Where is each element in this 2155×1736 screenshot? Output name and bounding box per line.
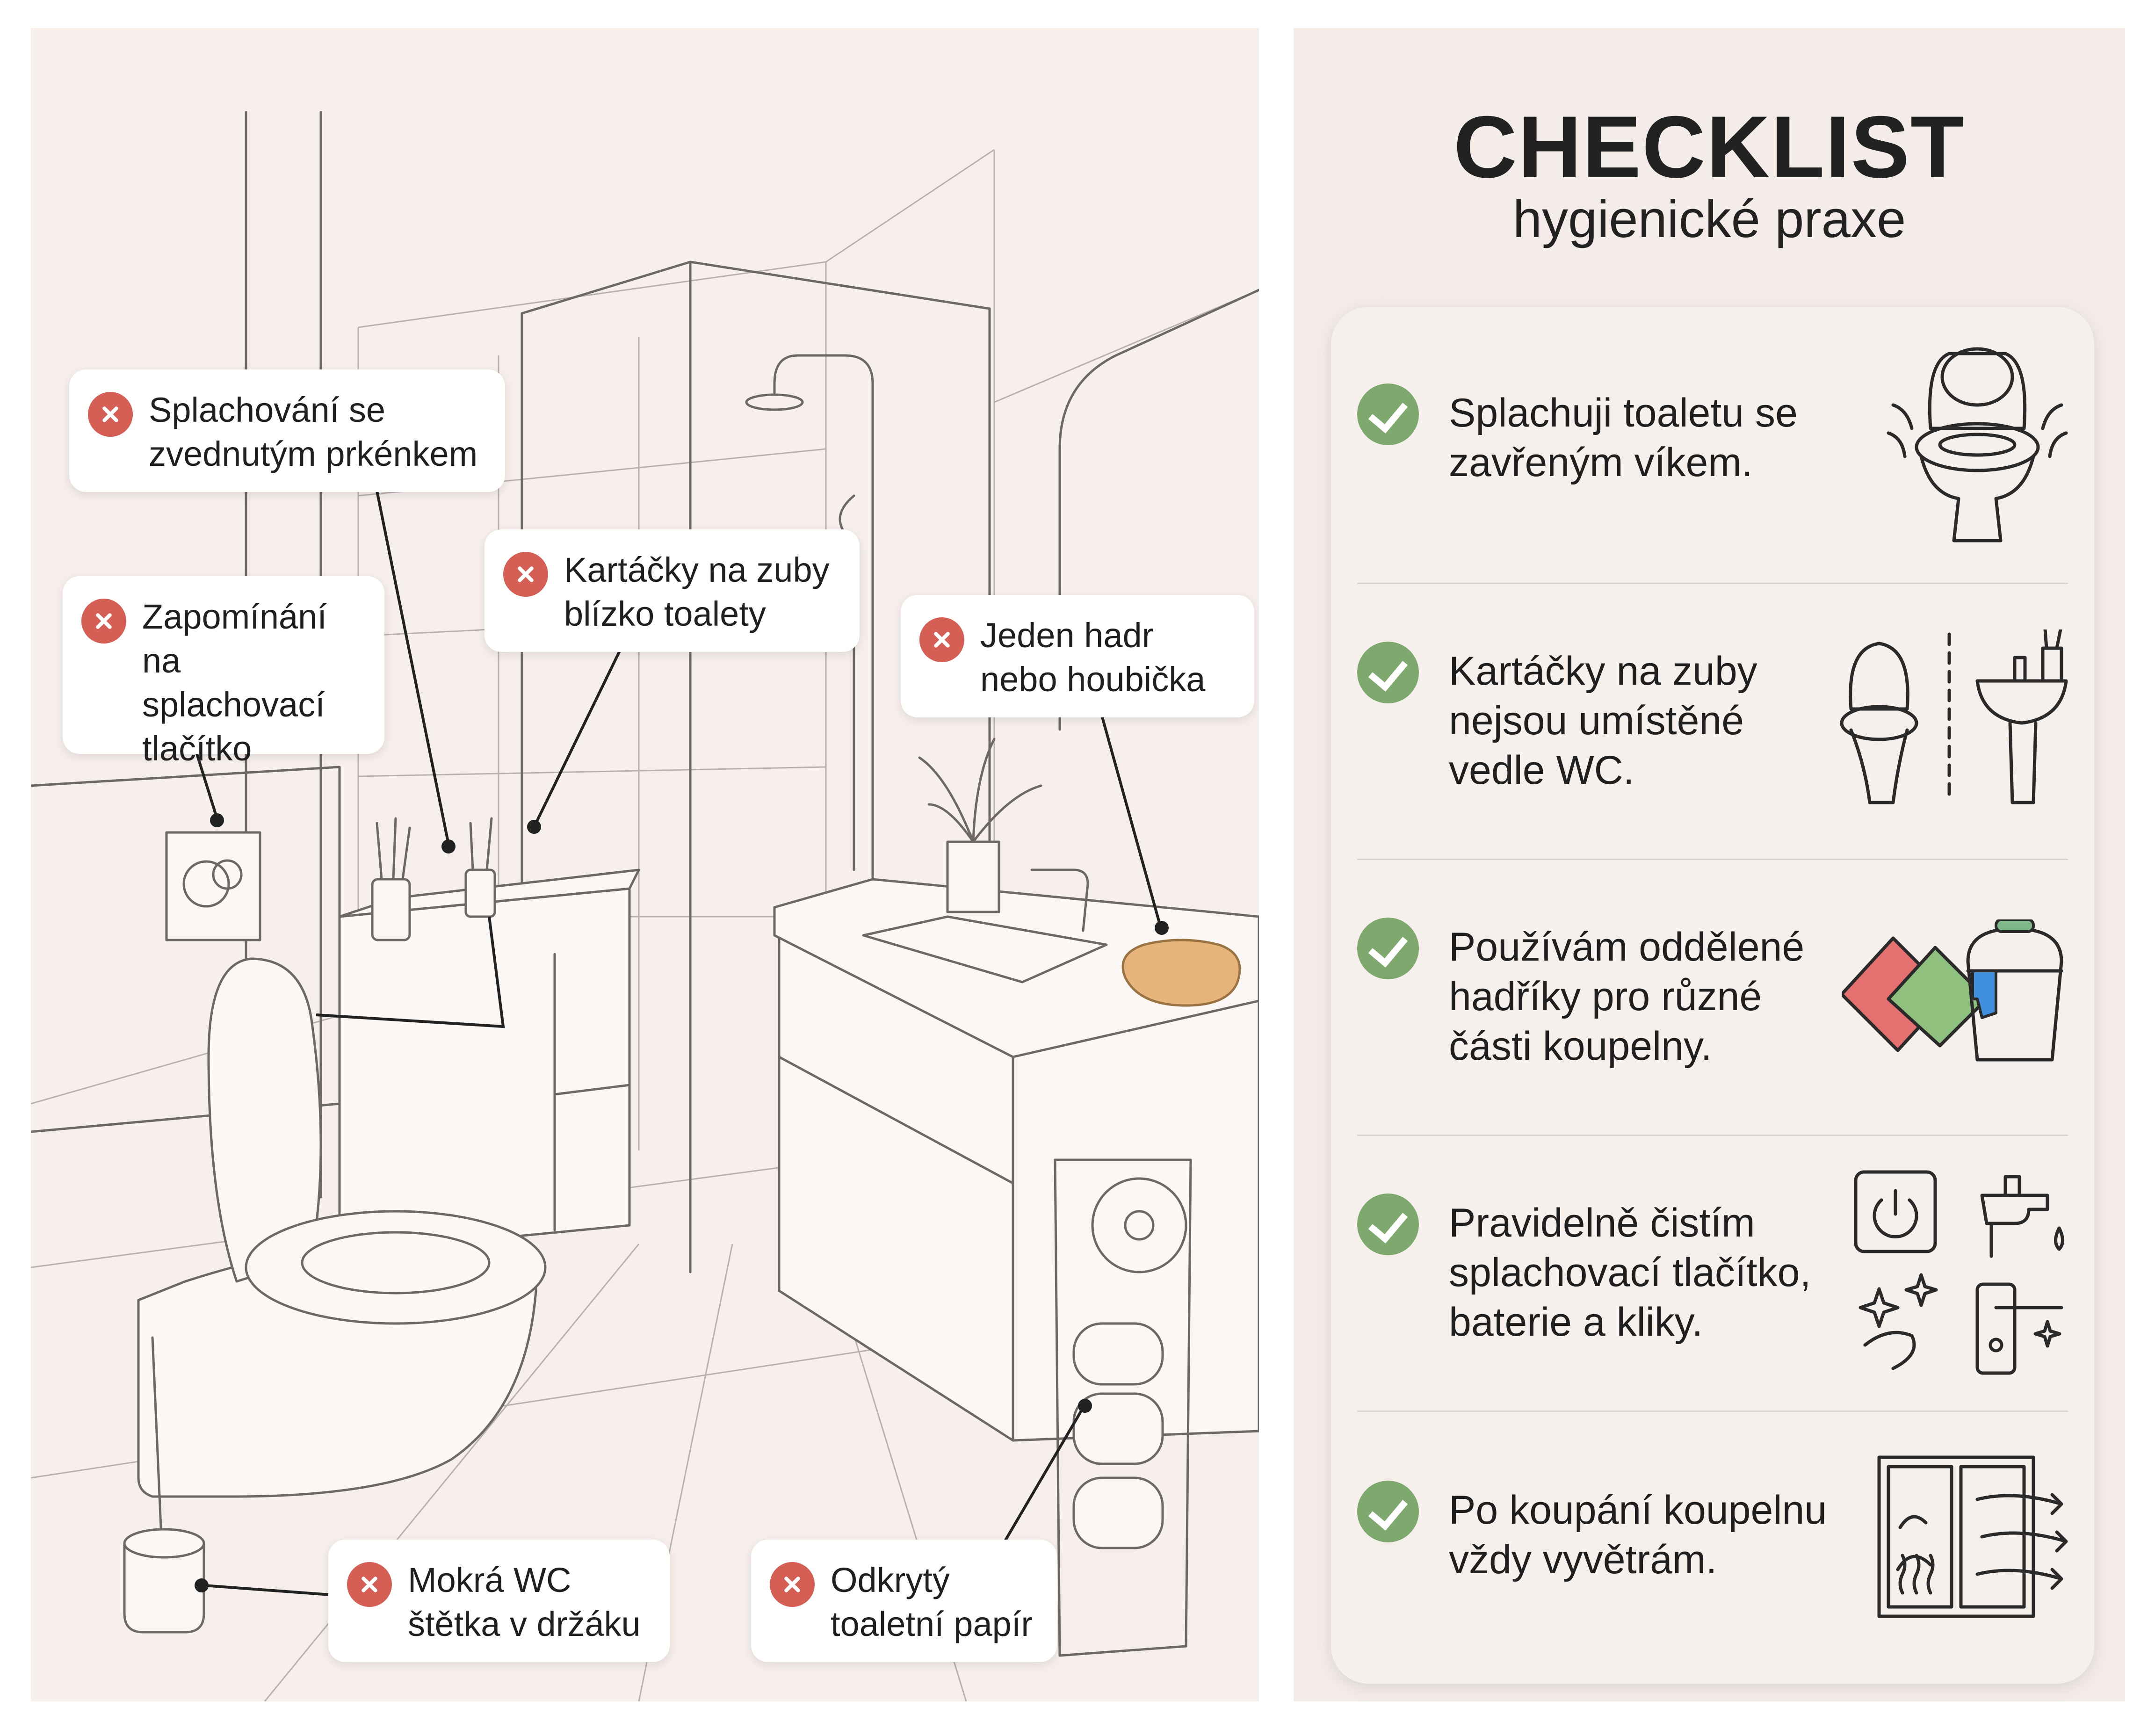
warning-x-icon (81, 599, 126, 644)
checklist-item-text: Splachuji toaletu se zavřeným víkem. (1449, 391, 1798, 485)
warning-text: Mokrá WC štětka v držáku (408, 1561, 641, 1643)
warning-x-icon (919, 617, 964, 662)
checklist-item: Splachuji toaletu se zavřeným víkem. (1331, 307, 2094, 583)
checklist-title: CHECKLIST (1454, 98, 1965, 196)
checklist-item: Kartáčky na zuby nejsou umístěné vedle W… (1331, 583, 2094, 859)
warning-x-icon (770, 1562, 815, 1607)
warning-x-icon (503, 552, 548, 597)
bathroom-sketch (31, 111, 1259, 1701)
warning-x-icon (347, 1562, 392, 1607)
checklist-item-text: Pravidelně čistím splachovací tlačítko, … (1449, 1201, 1811, 1345)
check-icon (1357, 642, 1419, 703)
clean-surfaces-icon (1854, 1170, 2064, 1375)
warning-x-icon (88, 392, 133, 437)
warning-text: Jeden hadr nebo houbička (980, 616, 1206, 699)
window-ventilation-icon (1877, 1455, 2068, 1618)
warning-paper: Odkrytý toaletní papír (751, 1540, 1057, 1662)
check-icon (1357, 383, 1419, 445)
separator (1357, 859, 2068, 860)
checklist-panel: CHECKLIST hygienické praxe Splachuji toa… (1294, 28, 2125, 1701)
warning-text: Zapomínání na splachovací tlačítko (142, 597, 327, 768)
warning-text: Odkrytý toaletní papír (831, 1561, 1033, 1643)
checklist-item-text: Po koupání koupelnu vždy vyvětrám. (1449, 1488, 1827, 1582)
warning-wet-brush: Mokrá WC štětka v držáku (328, 1540, 670, 1662)
checklist-item: Po koupání koupelnu vždy vyvětrám. (1331, 1410, 2094, 1684)
checklist-card: Splachuji toaletu se zavřeným víkem. Kar… (1331, 307, 2094, 1684)
check-icon (1357, 918, 1419, 979)
warning-toothbrush: Kartáčky na zuby blízko toalety (485, 529, 860, 652)
checklist-subtitle: hygienické praxe (1512, 190, 1906, 248)
check-icon (1357, 1194, 1419, 1255)
warning-one-cloth: Jeden hadr nebo houbička (901, 595, 1254, 717)
checklist-item-text: Kartáčky na zuby nejsou umístěné vedle W… (1449, 649, 1757, 793)
warning-seat-up: Splachování se zvednutým prkénkem (69, 369, 505, 492)
separator (1357, 583, 2068, 584)
bathroom-illustration-panel: Splachování se zvednutým prkénkem Zapomí… (31, 28, 1259, 1701)
checklist-item: Pravidelně čistím splachovací tlačítko, … (1331, 1135, 2094, 1410)
cloths-bucket-icon (1842, 919, 2063, 1062)
separator (1357, 1135, 2068, 1136)
check-icon (1357, 1481, 1419, 1542)
toilet-lid-closed-icon (1887, 347, 2068, 542)
checklist-item-text: Používám oddělené hadříky pro různé část… (1449, 925, 1805, 1069)
separator (1357, 1410, 2068, 1412)
toilet-sink-separated-icon (1840, 629, 2068, 804)
warning-text: Kartáčky na zuby blízko toalety (564, 550, 830, 633)
warning-text: Splachování se zvednutým prkénkem (149, 391, 478, 473)
warning-flush-button: Zapomínání na splachovací tlačítko (63, 576, 384, 768)
checklist-item: Používám oddělené hadříky pro různé část… (1331, 859, 2094, 1135)
